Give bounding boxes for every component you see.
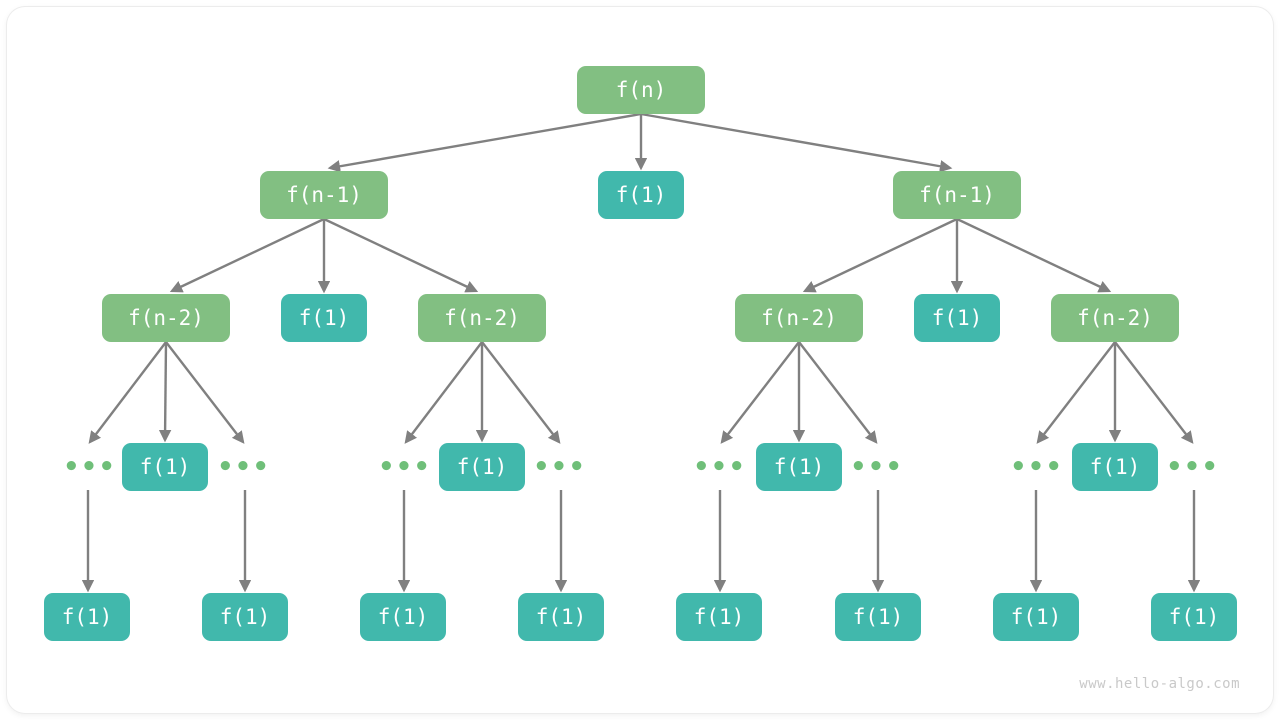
ellipsis-marker-e3d: ••• xyxy=(378,452,432,482)
tree-node-n3b: f(1) xyxy=(122,443,208,491)
tree-node-label: f(n-2) xyxy=(761,306,837,330)
ellipsis-marker-e3j: ••• xyxy=(1010,452,1064,482)
tree-node-n2b: f(1) xyxy=(281,294,367,342)
tree-node-n3h: f(1) xyxy=(756,443,842,491)
tree-node-n1c: f(n-1) xyxy=(893,171,1021,219)
tree-node-label: f(1) xyxy=(615,183,667,207)
tree-node-n2e: f(1) xyxy=(914,294,1000,342)
tree-node-label: f(1) xyxy=(773,455,825,479)
ellipsis-marker-e3a: ••• xyxy=(63,452,117,482)
tree-node-label: f(1) xyxy=(1010,605,1062,629)
tree-node-label: f(1) xyxy=(456,455,508,479)
tree-node-label: f(1) xyxy=(1168,605,1220,629)
tree-node-label: f(1) xyxy=(219,605,271,629)
tree-node-n4c: f(1) xyxy=(360,593,446,641)
tree-node-n4a: f(1) xyxy=(44,593,130,641)
tree-node-n4b: f(1) xyxy=(202,593,288,641)
ellipsis-marker-e3i: ••• xyxy=(850,452,904,482)
tree-node-n2f: f(n-2) xyxy=(1051,294,1179,342)
tree-node-n1b: f(1) xyxy=(598,171,684,219)
ellipsis-marker-e3f: ••• xyxy=(533,452,587,482)
tree-node-n4f: f(1) xyxy=(835,593,921,641)
tree-node-label: f(1) xyxy=(1089,455,1141,479)
tree-node-n2d: f(n-2) xyxy=(735,294,863,342)
ellipsis-marker-e3l: ••• xyxy=(1166,452,1220,482)
tree-node-label: f(1) xyxy=(298,306,350,330)
tree-node-label: f(n-2) xyxy=(128,306,204,330)
tree-node-n3k: f(1) xyxy=(1072,443,1158,491)
tree-node-label: f(n-1) xyxy=(286,183,362,207)
tree-node-label: f(1) xyxy=(377,605,429,629)
tree-node-n2c: f(n-2) xyxy=(418,294,546,342)
ellipsis-marker-e3c: ••• xyxy=(217,452,271,482)
tree-node-label: f(n-2) xyxy=(1077,306,1153,330)
tree-node-n2a: f(n-2) xyxy=(102,294,230,342)
tree-node-label: f(n) xyxy=(615,78,667,102)
tree-node-label: f(1) xyxy=(693,605,745,629)
tree-node-n1a: f(n-1) xyxy=(260,171,388,219)
tree-node-label: f(1) xyxy=(931,306,983,330)
tree-node-label: f(1) xyxy=(852,605,904,629)
watermark: www.hello-algo.com xyxy=(1079,676,1240,692)
tree-node-n4g: f(1) xyxy=(993,593,1079,641)
tree-node-n4d: f(1) xyxy=(518,593,604,641)
tree-node-label: f(1) xyxy=(535,605,587,629)
tree-node-label: f(n-2) xyxy=(444,306,520,330)
tree-node-label: f(n-1) xyxy=(919,183,995,207)
tree-node-n3e: f(1) xyxy=(439,443,525,491)
tree-node-n4e: f(1) xyxy=(676,593,762,641)
tree-node-label: f(1) xyxy=(61,605,113,629)
tree-node-n0: f(n) xyxy=(577,66,705,114)
tree-node-label: f(1) xyxy=(139,455,191,479)
ellipsis-marker-e3g: ••• xyxy=(693,452,747,482)
tree-node-n4h: f(1) xyxy=(1151,593,1237,641)
